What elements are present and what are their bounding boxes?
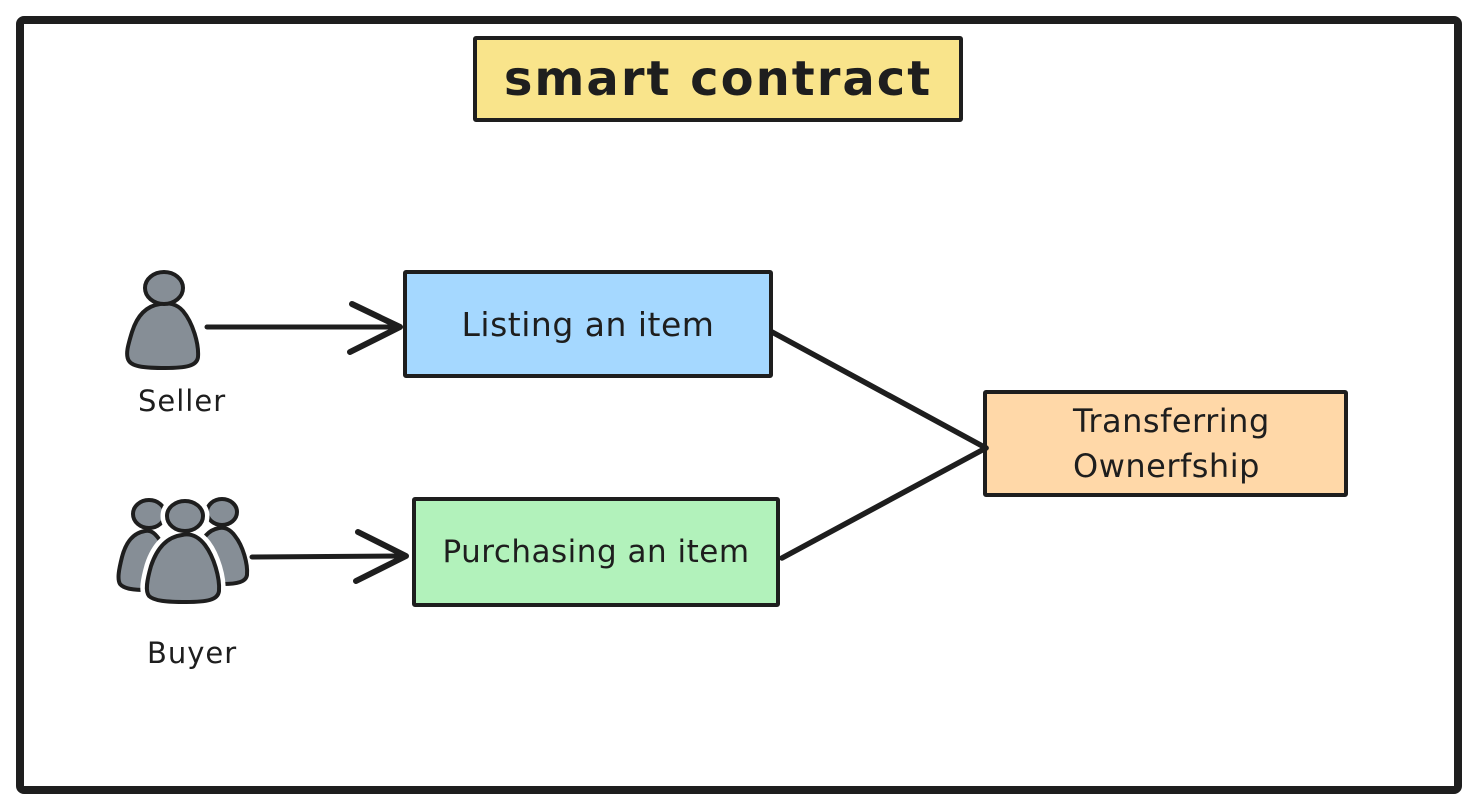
title-node: smart contract xyxy=(473,36,963,122)
listing-node: Listing an item xyxy=(403,270,773,378)
transfer-node: Transferring Ownerfship xyxy=(983,390,1348,497)
diagram-frame xyxy=(16,16,1462,794)
listing-label: Listing an item xyxy=(461,304,715,344)
transfer-label-line2: Ownerfship xyxy=(1073,446,1260,485)
transfer-label-line1: Transferring xyxy=(1073,401,1270,440)
purchasing-label: Purchasing an item xyxy=(442,534,750,570)
title-label: smart contract xyxy=(503,51,933,107)
transfer-label: Transferring Ownerfship xyxy=(1073,399,1270,489)
purchasing-node: Purchasing an item xyxy=(412,497,780,607)
seller-label: Seller xyxy=(138,384,227,418)
buyer-label: Buyer xyxy=(147,636,238,670)
